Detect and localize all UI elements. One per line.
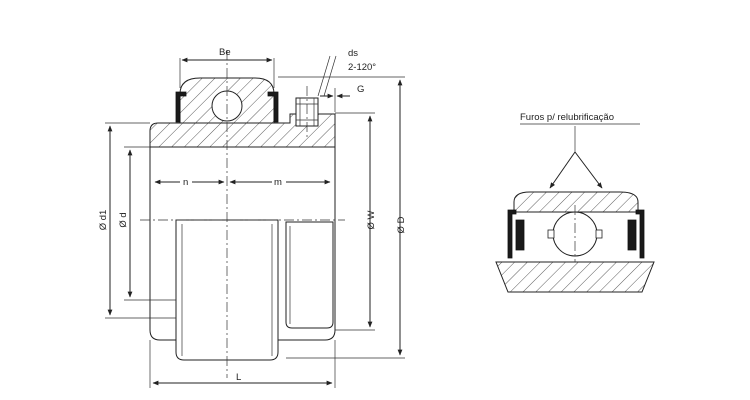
label-angle: 2-120° [348,62,376,73]
label-ds: ds [348,48,358,59]
detail-title: Furos p/ relubrificação [520,112,614,123]
detail-relubrication-view: Furos p/ relubrificação [495,112,655,293]
main-section-view: Be ds 2-120° G Ø D Ø W Ø d1 Ø d [98,47,407,388]
collar-extension [285,221,334,329]
detail-seal-right [635,209,645,259]
label-n: n [183,177,188,188]
label-big-d: Ø D [396,216,407,233]
detail-outer-ring [513,191,639,213]
detail-seal-left [507,209,517,259]
label-m: m [274,177,282,188]
detail-inner-ring [495,261,655,293]
label-l: L [236,372,241,383]
label-be: Be [219,47,231,58]
label-g: G [357,84,364,95]
seal-left [175,91,187,123]
seal-right [267,91,279,123]
label-d: Ø d [118,212,129,227]
label-d1: Ø d1 [98,210,109,231]
label-w: Ø W [366,210,377,229]
